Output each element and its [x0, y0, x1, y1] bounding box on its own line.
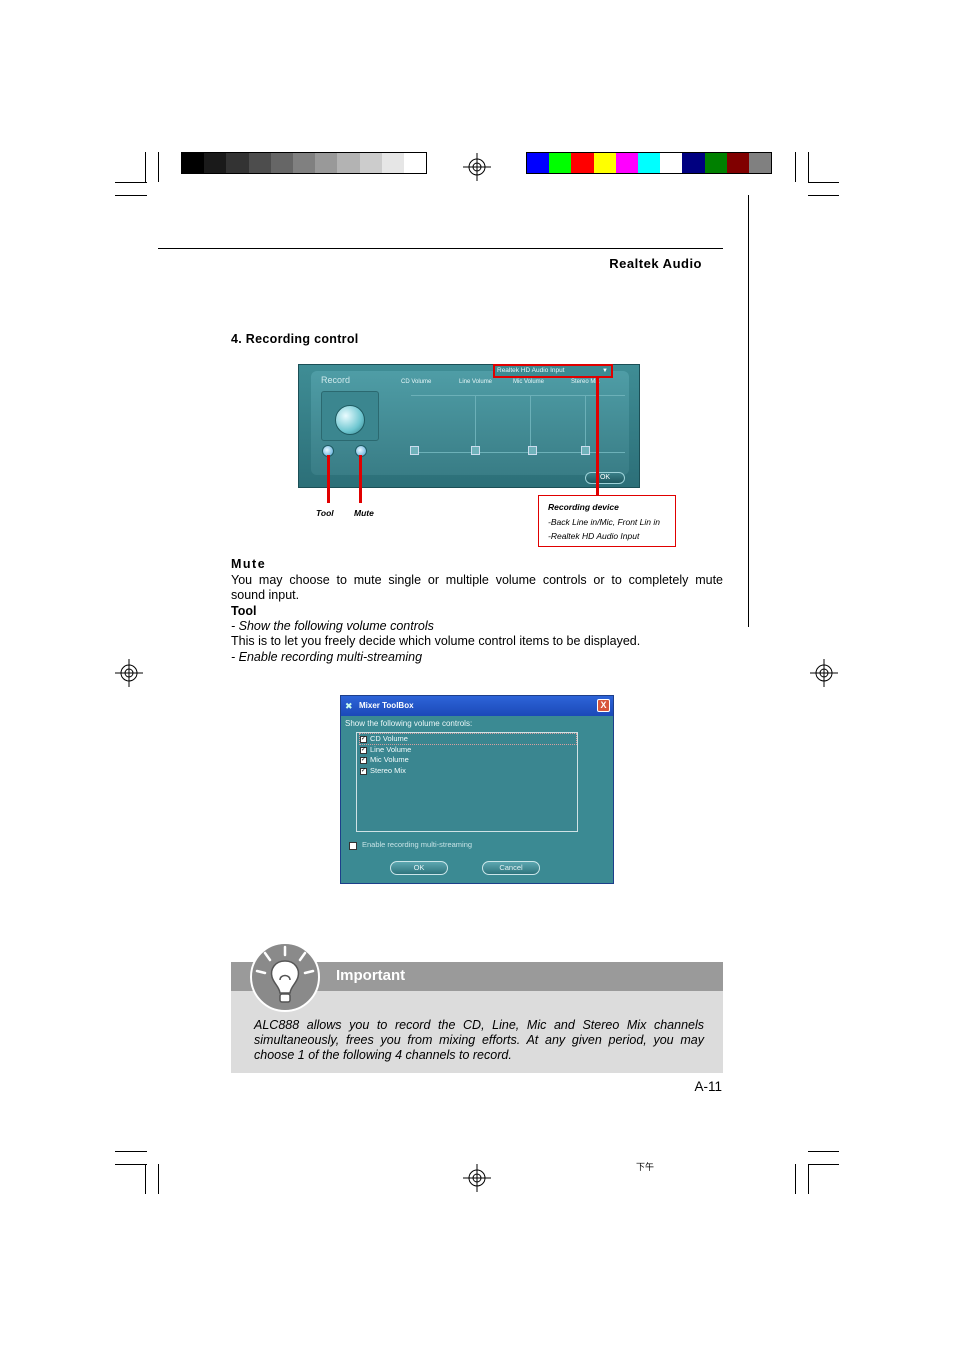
show-controls-label: Show the following volume controls: [345, 719, 473, 728]
tool-item: - Show the following volume controls [231, 619, 434, 633]
checkbox-checked-icon[interactable]: ✓ [360, 756, 367, 764]
recording-device-value: Realtek HD Audio Input [497, 367, 565, 374]
important-title: Important [336, 967, 406, 984]
crop-mark [145, 152, 146, 182]
crop-mark [808, 1164, 839, 1165]
cd-select-icon[interactable] [410, 446, 419, 455]
channel-label-mic: Mic Volume [513, 379, 545, 385]
dialog-title: Mixer ToolBox [359, 701, 414, 710]
recording-device-select[interactable]: Realtek HD Audio Input ▼ [493, 364, 613, 378]
channel-label-line: Line Volume [459, 379, 493, 385]
crop-mark [808, 1151, 839, 1152]
mute-text: sound input. [231, 588, 300, 602]
list-item[interactable]: ✓CD Volume [359, 733, 577, 745]
tool-heading: Tool [231, 604, 257, 618]
important-text: ALC888 allows you to record the CD, Line… [254, 1018, 704, 1063]
running-header: Realtek Audio [609, 256, 702, 271]
crop-mark [795, 1164, 796, 1194]
checkbox-checked-icon[interactable]: ✓ [360, 746, 367, 754]
device-callout-line [596, 378, 599, 495]
checkbox-checked-icon[interactable]: ✓ [360, 735, 367, 743]
record-panel-title: Record [321, 375, 351, 385]
mute-heading: Mute [231, 557, 267, 571]
crop-mark [115, 1151, 147, 1152]
registration-mark-icon [463, 153, 491, 181]
list-item[interactable]: ✓Line Volume [360, 745, 412, 754]
important-line: choose 1 of the following 4 channels to … [254, 1048, 512, 1062]
dropdown-arrow-icon: ▼ [602, 368, 608, 374]
color-bar [526, 152, 772, 174]
crop-mark [158, 1164, 159, 1194]
tool-item: - Enable recording multi-streaming [231, 650, 423, 664]
dialog-titlebar [341, 696, 613, 716]
volume-controls-list: ✓CD Volume ✓Line Volume ✓Mic Volume ✓Ste… [356, 732, 578, 832]
tool-callout-label: Tool [316, 508, 334, 518]
important-line: ALC888 allows you to record the CD, Line… [254, 1018, 704, 1032]
cancel-button[interactable]: Cancel [482, 861, 540, 875]
mic-select-icon[interactable] [528, 446, 537, 455]
record-volume-knob[interactable] [335, 405, 365, 435]
list-item[interactable]: ✓Mic Volume [360, 755, 409, 764]
enable-multistreaming-checkbox[interactable] [349, 842, 357, 850]
footnote-text: 下午 [636, 1162, 655, 1172]
close-button[interactable]: X [597, 699, 610, 712]
crop-mark [115, 195, 147, 196]
recording-device-callout-title: Recording device [548, 502, 619, 512]
crop-mark [795, 152, 796, 182]
header-rule [158, 248, 723, 249]
crop-mark [808, 182, 839, 183]
important-line: simultaneously, frees you from mixing ef… [254, 1033, 704, 1047]
registration-mark-icon [463, 1164, 491, 1192]
channel-label-stereo: Stereo Mix [571, 379, 600, 385]
record-panel: Record CD Volume Line Volume Mic Volume … [298, 364, 640, 488]
record-ok-button[interactable]: OK [585, 472, 625, 484]
grid-divider [585, 395, 586, 451]
grayscale-bar [181, 152, 427, 174]
grid-divider [475, 395, 476, 451]
line-select-icon[interactable] [471, 446, 480, 455]
crop-mark [808, 152, 809, 182]
ok-button[interactable]: OK [390, 861, 448, 875]
crop-mark [808, 1164, 809, 1194]
tool-callout-line [327, 455, 330, 503]
list-item[interactable]: ✓Stereo Mix [360, 766, 406, 775]
mute-callout-label: Mute [354, 508, 374, 518]
crop-mark [808, 195, 839, 196]
enable-multistreaming-label: Enable recording multi-streaming [362, 840, 473, 849]
crop-mark [115, 1164, 147, 1165]
mixer-app-icon: ✖ [345, 701, 353, 711]
crop-mark [158, 152, 159, 182]
record-channel-grid [411, 395, 625, 453]
recording-device-option: -Back Line in/Mic, Front Lin in [548, 516, 660, 527]
section-title: 4. Recording control [231, 332, 359, 346]
stereo-select-icon[interactable] [581, 446, 590, 455]
registration-mark-icon [810, 659, 838, 687]
crop-mark [145, 1164, 146, 1194]
tool-item-desc: This is to let you freely decide which v… [231, 634, 641, 648]
recording-device-option: -Realtek HD Audio Input [548, 531, 640, 541]
lightbulb-icon [250, 942, 320, 1012]
registration-mark-icon [115, 659, 143, 687]
page-number: A-11 [694, 1079, 722, 1094]
grid-divider [530, 395, 531, 451]
mute-text: You may choose to mute single or multipl… [231, 573, 723, 587]
margin-rule [748, 195, 749, 627]
crop-mark [115, 182, 147, 183]
recording-device-callout: Recording device -Back Line in/Mic, Fron… [538, 495, 676, 547]
important-body [231, 991, 723, 1073]
checkbox-checked-icon[interactable]: ✓ [360, 767, 367, 775]
mixer-toolbox-dialog: ✖ Mixer ToolBox X Show the following vol… [340, 695, 614, 884]
mute-callout-line [359, 455, 362, 503]
channel-label-cd: CD Volume [401, 379, 432, 385]
